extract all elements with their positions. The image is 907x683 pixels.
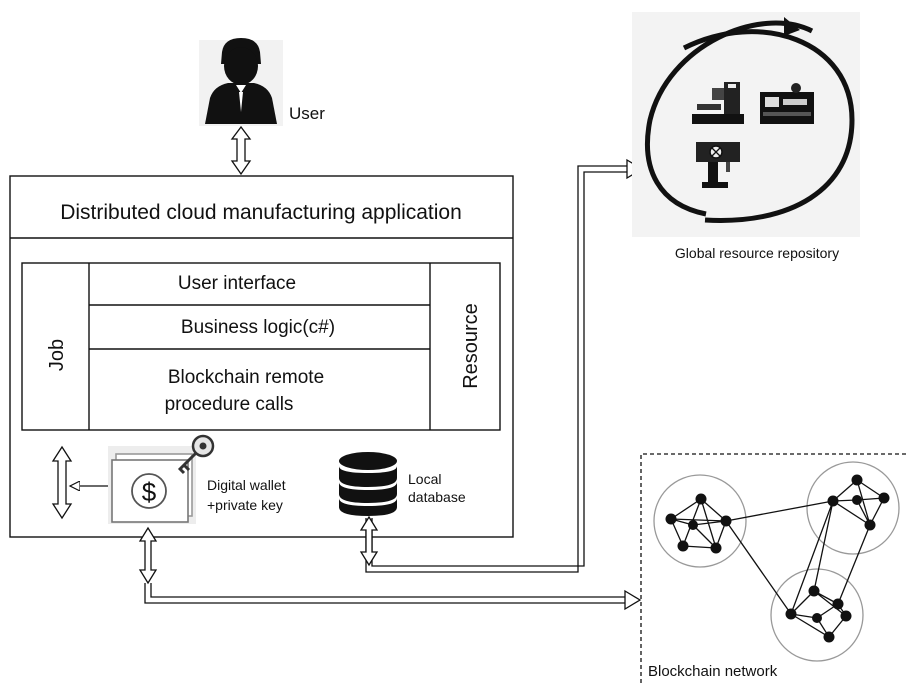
network-arrowhead xyxy=(624,589,642,611)
currency-symbol: $ xyxy=(142,477,157,507)
database-double-arrow xyxy=(359,515,379,567)
key-icon xyxy=(177,434,215,475)
wallet-label-line1: Digital wallet xyxy=(207,477,286,493)
user-label: User xyxy=(289,104,325,123)
left-double-arrow xyxy=(51,445,73,520)
database-label-line2: database xyxy=(408,489,466,505)
layer-blockchain-rpc-line2: procedure calls xyxy=(165,394,294,415)
resource-label: Resource xyxy=(460,303,482,389)
user-icon xyxy=(199,38,283,126)
application-box xyxy=(9,175,514,538)
wallet-label-line2: +private key xyxy=(207,497,283,513)
inner-architecture xyxy=(21,262,501,431)
layer-blockchain-rpc-line1: Blockchain remote xyxy=(168,367,324,388)
global-resource-repository xyxy=(632,12,860,237)
wallet-double-arrow xyxy=(138,526,158,585)
layer-business-logic: Business logic(c#) xyxy=(181,317,335,338)
user-app-arrow xyxy=(230,125,252,176)
cnc-machine-icon xyxy=(692,82,744,124)
repository-label: Global resource repository xyxy=(675,245,839,261)
blockchain-network-boundary xyxy=(640,453,906,683)
database-icon xyxy=(339,452,397,516)
blockchain-network-label: Blockchain network xyxy=(648,663,778,680)
lathe-icon xyxy=(760,83,814,124)
database-label-line1: Local xyxy=(408,471,441,487)
wallet-to-network-connector xyxy=(144,583,626,604)
job-label: Job xyxy=(46,339,68,371)
blockchain-network-graph xyxy=(653,461,900,662)
wallet-icon: $ xyxy=(108,446,196,524)
layer-user-interface: User interface xyxy=(178,273,296,294)
application-title: Distributed cloud manufacturing applicat… xyxy=(60,201,462,224)
drill-press-icon xyxy=(696,142,740,188)
